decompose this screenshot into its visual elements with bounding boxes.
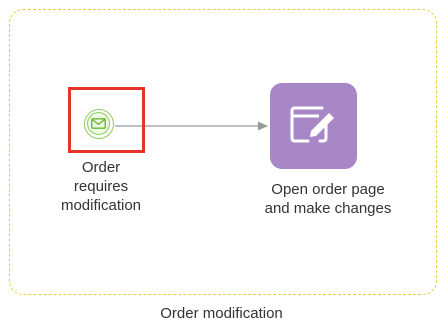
start-event-label-line: modification (60, 197, 142, 214)
highlight-frame (68, 87, 145, 153)
task-label-line: Open order page (271, 181, 385, 198)
task-label: Open order page and make changes (238, 180, 418, 218)
start-event-label: Order requires modification (56, 158, 146, 215)
start-event-label-line: requires (73, 178, 129, 195)
lane-container (9, 9, 437, 295)
lane-title: Order modification (160, 305, 283, 322)
start-event-label-line: Order (81, 159, 121, 176)
task-node[interactable] (270, 83, 357, 169)
envelope-icon (91, 118, 106, 129)
start-event[interactable] (84, 109, 114, 139)
task-label-line: and make changes (264, 200, 392, 217)
edit-page-icon (290, 106, 334, 143)
start-event-inner-ring (87, 112, 110, 135)
